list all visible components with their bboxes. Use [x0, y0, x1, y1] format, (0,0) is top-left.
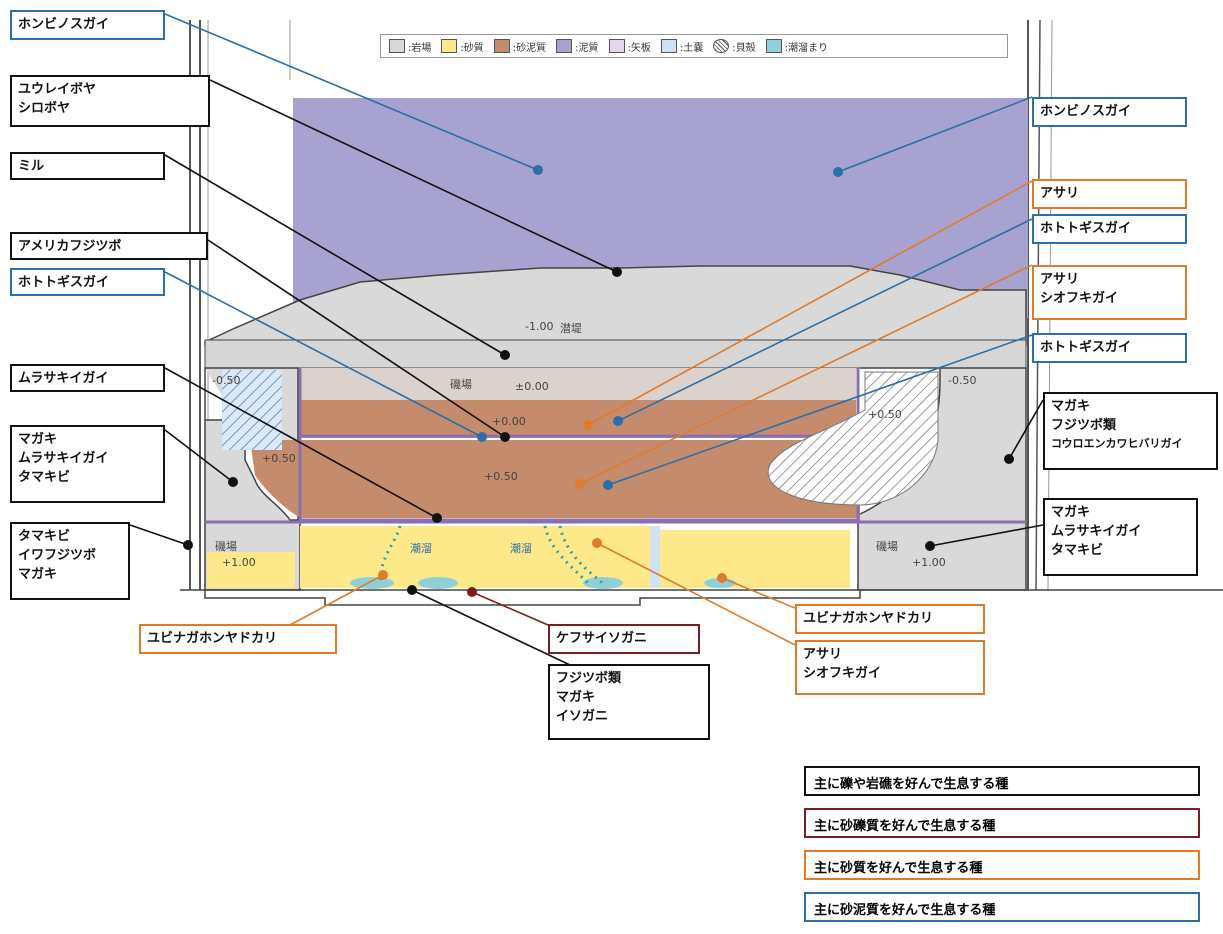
leader-b1: [289, 574, 384, 626]
species-label-l2: ユウレイボヤシロボヤ: [10, 75, 210, 127]
species-label-r2: アサリ: [1032, 179, 1187, 209]
elev-e10: +0.50: [868, 408, 902, 421]
legend-item-mud: :泥質: [556, 39, 599, 54]
species-label-b4: ユビナガホンヤドカリ: [795, 604, 985, 634]
species-label-b3: フジツボ類マガキイソガニ: [548, 664, 710, 740]
shell-area-right: [767, 371, 939, 506]
species-label-b5: アサリシオフキガイ: [795, 640, 985, 695]
legend-item-sheetpile: :矢板: [608, 39, 651, 54]
elev-e9: -0.50: [948, 374, 976, 387]
leader-l8: [129, 524, 189, 546]
leader-r5: [607, 334, 1033, 486]
species-label-l7: マガキムラサキイガイタマキビ: [10, 425, 165, 503]
tide-pool-2: [418, 577, 458, 589]
leader-l3: [164, 154, 506, 356]
leader-l6: [164, 367, 438, 519]
square-swatch-icon: [765, 39, 782, 53]
legend-item-sandbag: :土嚢: [660, 39, 703, 54]
elev-e13: 磯場: [876, 540, 898, 553]
leader-r3: [617, 218, 1033, 422]
sand-floor-left: [207, 552, 295, 588]
hatched-circle-icon: [713, 39, 730, 53]
elev-e1: -1.00: [525, 320, 553, 333]
legend-item-sand: :砂質: [441, 39, 484, 54]
square-swatch-icon: [660, 39, 677, 53]
elev-e15: 潮溜: [410, 541, 432, 555]
elev-e2: 潜堤: [560, 321, 582, 335]
shell-area-left: [222, 370, 282, 450]
key-row-rock: 主に礫や岩礁を好んで生息する種: [804, 766, 1200, 796]
species-label-r7: マガキムラサキイガイタマキビ: [1043, 498, 1198, 576]
sandmud-upper-light: [300, 368, 856, 400]
square-swatch-icon: [441, 39, 458, 53]
submerged-breakwater: [204, 265, 1027, 346]
legend-item-shell: :貝殻: [713, 39, 756, 54]
species-label-l8: タマキビイワフジツボマガキ: [10, 522, 130, 600]
sandmud-lower: [250, 440, 860, 518]
species-label-b1: ユビナガホンヤドカリ: [139, 624, 337, 654]
leader-b2: [471, 591, 549, 626]
species-label-l6: ムラサキイガイ: [10, 364, 165, 392]
square-swatch-icon: [556, 39, 573, 53]
water-channels: [378, 525, 606, 587]
species-label-l3: ミル: [10, 152, 165, 180]
elevation-labels: -1.00 潜堤 -0.50 磯場 ±0.00 +0.00 +0.50 +0.5…: [212, 320, 976, 569]
elev-e14: +1.00: [912, 556, 946, 569]
elev-e7: +0.50: [262, 452, 296, 465]
species-label-l1: ホンビノスガイ: [10, 10, 165, 40]
species-label-l4: アメリカフジツボ: [10, 232, 208, 260]
leader-dots: [183, 165, 1014, 597]
leader-r7: [929, 524, 1044, 547]
species-label-r6: マガキフジツボ類コウロエンカワヒバリガイ: [1043, 392, 1218, 470]
species-label-r1: ホンビノスガイ: [1032, 97, 1187, 127]
square-swatch-icon: [493, 39, 510, 53]
habitat-key-legend: 主に礫や岩礁を好んで生息する種 主に砂礫質を好んで生息する種 主に砂質を好んで生…: [804, 766, 1200, 934]
species-label-r3: ホトトギスガイ: [1032, 214, 1187, 244]
material-legend: :岩場 :砂質 :砂泥質 :泥質 :矢板 :土嚢 :貝殻 :潮溜まり: [380, 34, 1008, 58]
species-label-l5: ホトトギスガイ: [10, 268, 165, 296]
elev-e3: -0.50: [212, 374, 240, 387]
leader-b3: [411, 589, 571, 666]
square-swatch-icon: [608, 39, 625, 53]
leader-b4: [721, 577, 796, 609]
sandbag: [650, 526, 660, 588]
leader-l4: [207, 239, 506, 438]
breakwater-band: [204, 339, 1027, 369]
species-label-r5: ホトトギスガイ: [1032, 333, 1187, 363]
elev-e5: ±0.00: [515, 380, 549, 393]
legend-item-tidepool: :潮溜まり: [765, 39, 828, 54]
leader-b5: [596, 542, 796, 646]
sand-floor-right: [660, 530, 850, 588]
elev-e4: 磯場: [450, 378, 472, 391]
elev-e8: +0.50: [484, 470, 518, 483]
habitat-cross-section: -1.00 潜堤 -0.50 磯場 ±0.00 +0.00 +0.50 +0.5…: [129, 13, 1223, 666]
square-swatch-icon: [389, 39, 405, 53]
elev-e12: +1.00: [222, 556, 256, 569]
elev-e6: +0.00: [492, 415, 526, 428]
species-label-r4: アサリシオフキガイ: [1032, 265, 1187, 320]
species-label-b2: ケフサイソガニ: [548, 624, 700, 654]
leader-l1: [164, 13, 539, 171]
leader-lines: [129, 13, 1044, 666]
legend-item-sandmud: :砂泥質: [493, 39, 546, 54]
leader-l2: [209, 79, 618, 273]
leader-l5: [164, 271, 483, 438]
leader-l7: [164, 429, 234, 483]
tide-pool-3: [583, 577, 623, 589]
leader-r1: [837, 96, 1033, 173]
leader-r4: [579, 264, 1033, 485]
elev-e11: 磯場: [215, 540, 237, 553]
tide-pool-1: [350, 577, 394, 589]
leader-r2: [587, 180, 1033, 426]
key-row-sand: 主に砂質を好んで生息する種: [804, 850, 1200, 880]
legend-item-rock: :岩場: [389, 39, 431, 54]
leader-r6: [1008, 399, 1044, 460]
key-row-gravel: 主に砂礫質を好んで生息する種: [804, 808, 1200, 838]
key-row-mud: 主に砂泥質を好んで生息する種: [804, 892, 1200, 922]
sand-floor-main: [300, 526, 650, 588]
elev-e16: 潮溜: [510, 541, 532, 555]
sheet-piles: [205, 368, 1026, 524]
